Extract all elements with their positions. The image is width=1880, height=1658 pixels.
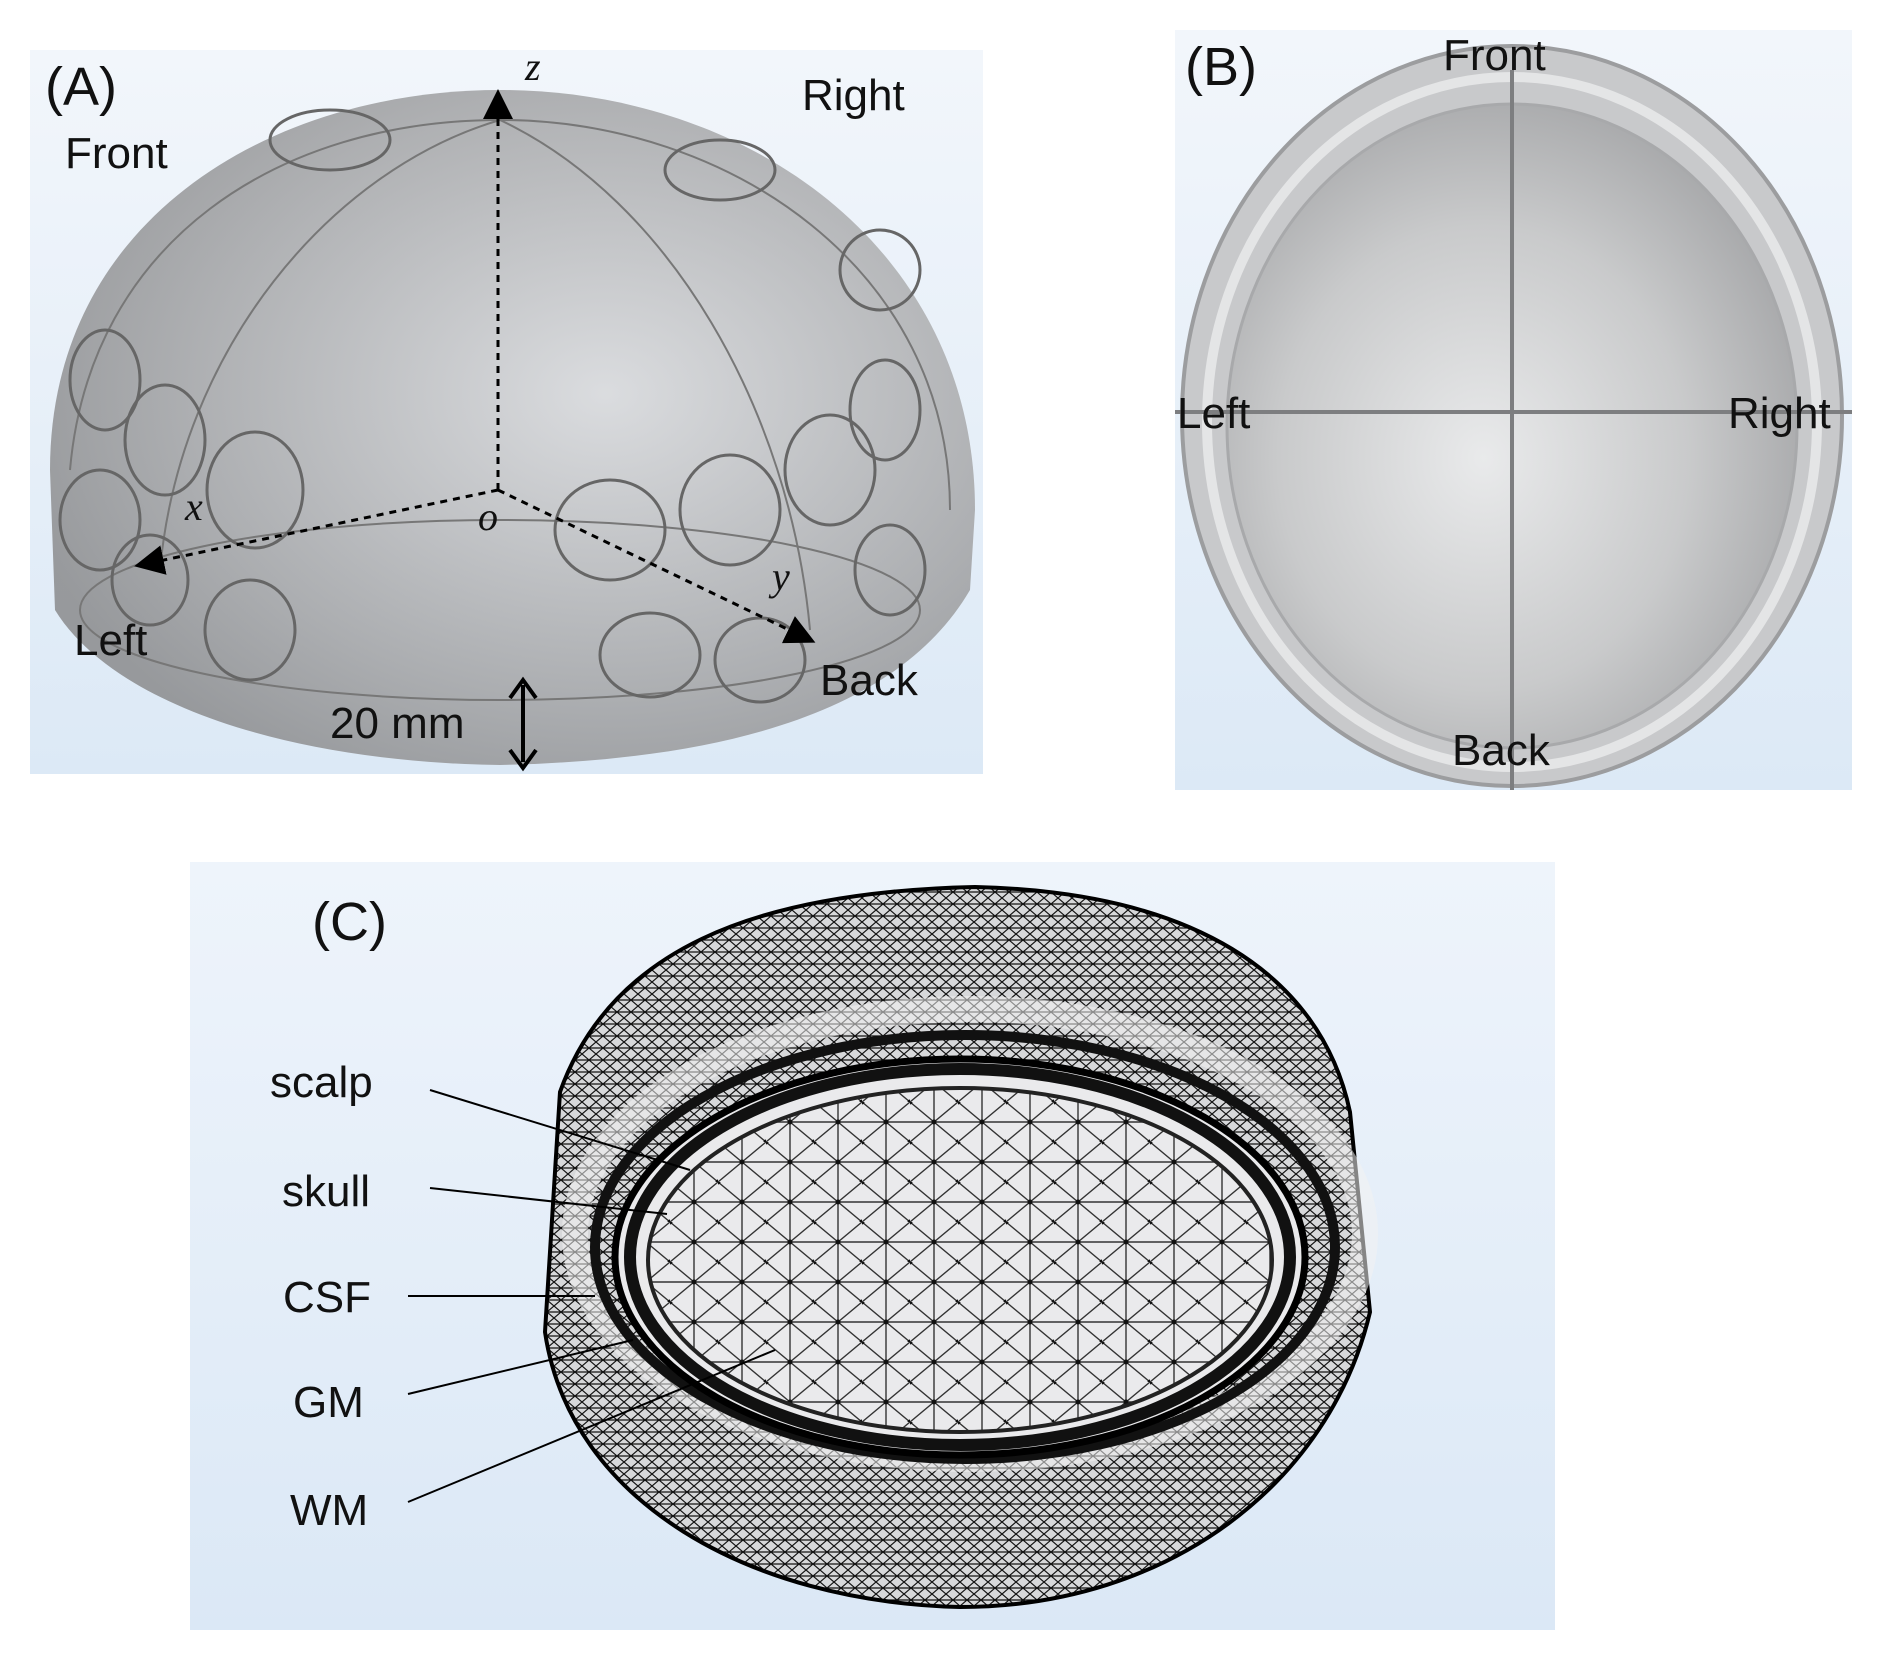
label-back: Back [820,656,919,705]
skull-ring [590,1030,1340,1464]
label-csf: CSF [283,1273,371,1322]
label-scalp: scalp [270,1058,373,1107]
label-wm: WM [290,1486,368,1535]
label-right: Right [802,71,905,120]
label-back: Back [1452,726,1551,775]
rim-contour [79,519,921,701]
scale-bar-label: 20 mm [330,699,464,748]
electrode-rings [58,108,927,704]
meridian-left [159,119,501,571]
panel-a: (A) Front Right Left Back z x y o 20 mm [30,50,983,774]
label-front: Front [1443,31,1546,80]
meridian-right [499,119,811,631]
y-axis [497,488,816,644]
panel-b-letter: (B) [1185,37,1257,97]
label-front: Front [65,129,168,178]
axis-z-label: z [524,50,541,89]
label-skull: skull [282,1167,370,1216]
axis-x-label: x [184,484,203,529]
leader-lines [407,1089,776,1503]
panel-a-letter: (A) [45,57,117,117]
label-gm: GM [293,1378,364,1427]
panel-c-letter: (C) [312,892,387,952]
x-axis [134,488,499,575]
mesh-outline [542,884,1373,1610]
panel-c: (C) scalp skull CSF GM WM [190,862,1555,1630]
label-left: Left [74,616,147,665]
axis-y-label: y [768,554,790,599]
gm-ring [624,1063,1296,1451]
label-left: Left [1177,389,1250,438]
panel-c-svg: (C) scalp skull CSF GM WM [270,884,1378,1610]
panel-a-svg: (A) Front Right Left Back z x y o 20 mm [45,50,975,772]
panel-b: (B) Front Left Right Back [1175,30,1852,790]
wm-mesh [646,1086,1274,1434]
label-right: Right [1728,389,1831,438]
panel-b-svg: (B) Front Left Right Back [1175,31,1852,790]
axis-origin-label: o [478,494,498,539]
